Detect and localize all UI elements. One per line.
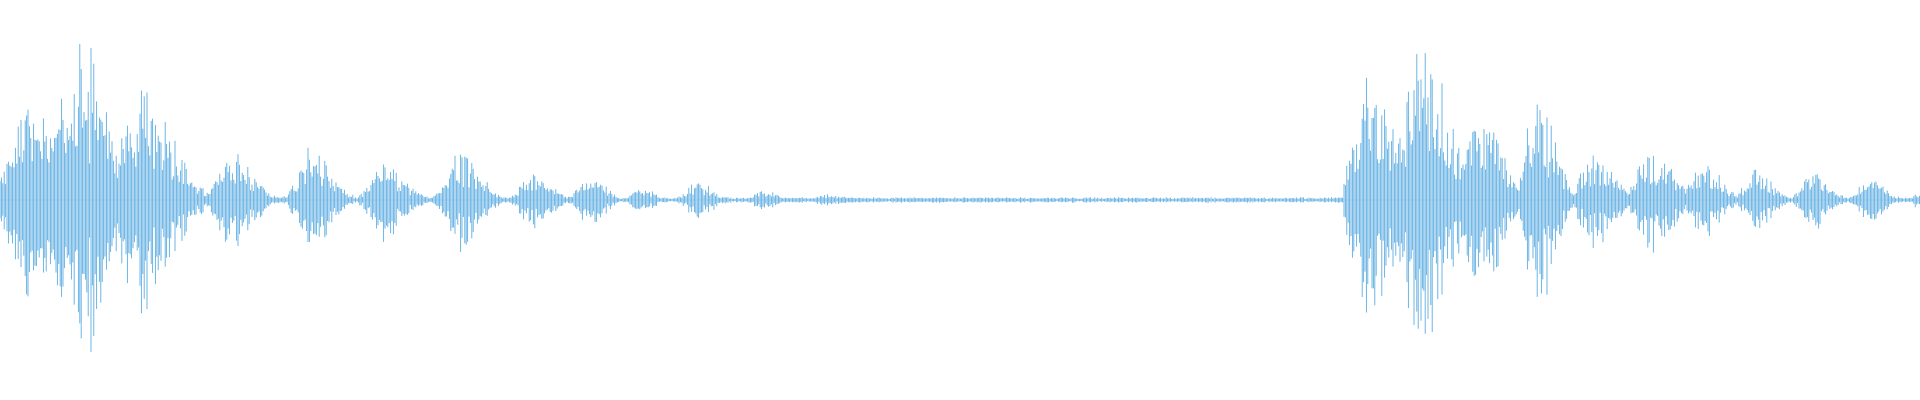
waveform-lines xyxy=(0,43,1920,352)
